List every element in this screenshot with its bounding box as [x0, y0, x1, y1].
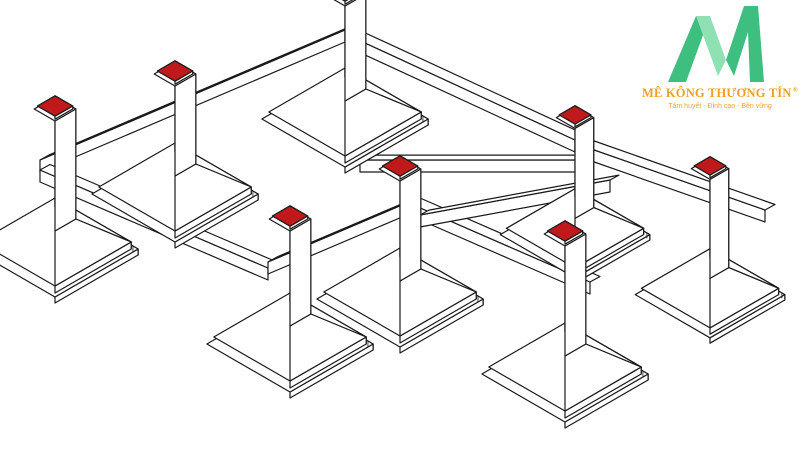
registered-mark: ®: [792, 86, 798, 94]
footing-front-left: [206, 205, 374, 399]
brand-name: MÊ KÔNG THƯƠNG TÍN®: [640, 86, 800, 101]
brand-text: MÊ KÔNG THƯƠNG TÍN: [641, 86, 792, 101]
footing-back-center: [261, 0, 429, 174]
footing-right: [634, 156, 786, 344]
footing-center: [316, 155, 484, 354]
tie-beam-center-b: [419, 174, 620, 228]
footing-back-left: [91, 60, 259, 249]
footing-left: [0, 95, 139, 304]
brand-slogan: Tâm huyết - Đỉnh cao - Bền vững: [668, 103, 772, 110]
footing-front-right: [481, 220, 649, 429]
logo-m-icon: [668, 6, 764, 82]
company-logo: MÊ KÔNG THƯƠNG TÍN® Tâm huyết - Đỉnh cao…: [640, 0, 800, 125]
